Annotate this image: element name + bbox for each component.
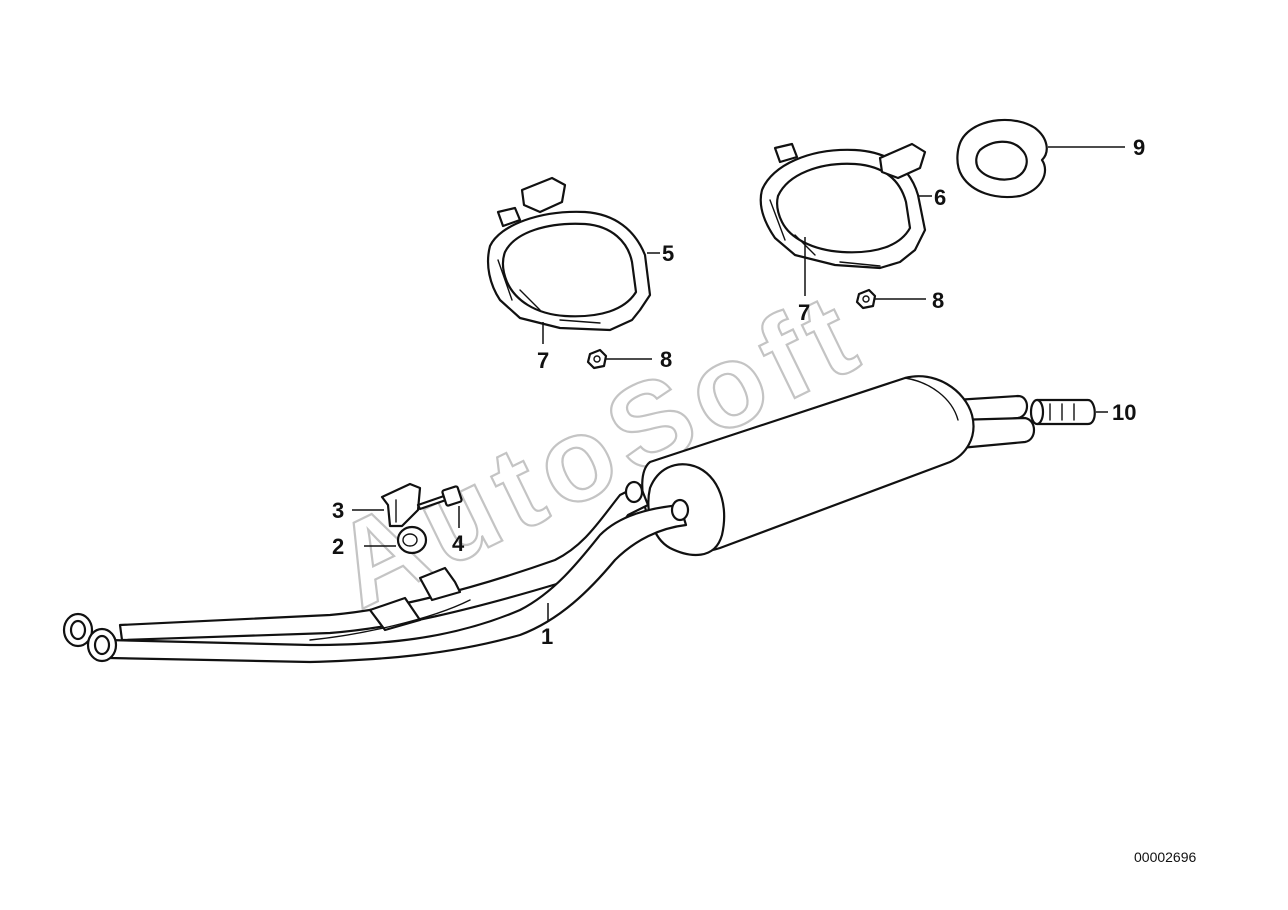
callout-1: 1 — [541, 624, 553, 649]
part-10-sleeve[interactable] — [1029, 398, 1108, 426]
part-9-gasket[interactable] — [956, 118, 1125, 199]
callout-8-left: 8 — [660, 347, 672, 372]
part-8-nut-left[interactable] — [586, 348, 652, 370]
part-8-nut-right[interactable] — [855, 288, 926, 310]
part-4-bolt[interactable] — [416, 485, 463, 528]
callout-9: 9 — [1133, 135, 1145, 160]
part-5-clamp[interactable] — [486, 176, 660, 332]
part-2-rubber-mount[interactable] — [364, 525, 428, 555]
part-1-exhaust-pipe-muffler[interactable] — [62, 375, 1036, 664]
callout-5: 5 — [662, 241, 674, 266]
callout-8-right: 8 — [932, 288, 944, 313]
drawing-number: 00002696 — [1134, 849, 1197, 865]
part-3-bracket[interactable] — [352, 482, 422, 528]
callout-4: 4 — [452, 531, 465, 556]
callout-2: 2 — [332, 534, 344, 559]
callout-7-left: 7 — [537, 348, 549, 373]
part-6-clamp[interactable] — [759, 142, 932, 270]
callout-6: 6 — [934, 185, 946, 210]
callout-7-right: 7 — [798, 300, 810, 325]
callout-3: 3 — [332, 498, 344, 523]
callout-10: 10 — [1112, 400, 1136, 425]
